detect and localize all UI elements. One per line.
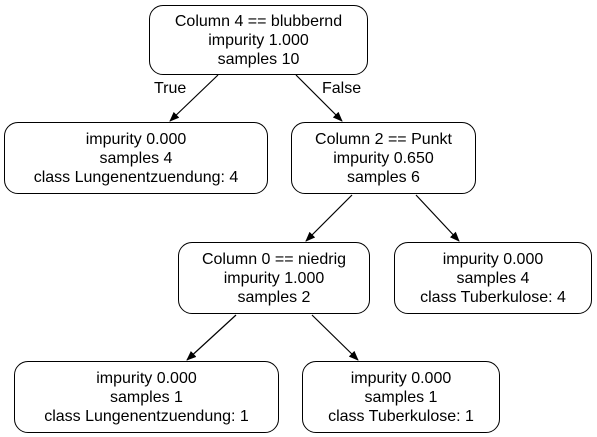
edge-split-col2-to-split-col0	[305, 194, 353, 242]
edge-split-col0-to-leaf-tb1	[311, 314, 359, 361]
node-leaf-left-samples: samples 4	[99, 149, 173, 167]
node-root: Column 4 == blubbernd impurity 1.000 sam…	[149, 5, 368, 75]
edge-label-true: True	[154, 80, 187, 97]
edge-root-to-leaf-left	[169, 74, 219, 122]
node-leaf-lung1-class: class Lungenentzuendung: 1	[44, 407, 249, 425]
edge-split-col2-to-leaf-tb4	[415, 194, 460, 242]
node-split-col2-samples: samples 6	[347, 168, 420, 186]
node-leaf-tb1-samples: samples 1	[364, 388, 438, 406]
node-split-column-0: Column 0 == niedrig impurity 1.000 sampl…	[178, 242, 370, 314]
node-leaf-tuberkulose-1: impurity 0.000 samples 1 class Tuberkulo…	[302, 361, 500, 433]
node-split-col0-samples: samples 2	[237, 288, 311, 306]
node-split-col2-impurity: impurity 0.650	[333, 149, 434, 167]
node-leaf-tb4-samples: samples 4	[456, 269, 530, 287]
edge-split-col0-to-leaf-lung1	[186, 314, 237, 361]
node-split-column-2: Column 2 == Punkt impurity 0.650 samples…	[291, 122, 476, 194]
node-leaf-tb1-class: class Tuberkulose: 1	[328, 407, 474, 425]
node-root-samples: samples 10	[217, 50, 300, 68]
node-leaf-lung1-impurity: impurity 0.000	[96, 369, 197, 387]
node-leaf-tb4-class: class Tuberkulose: 4	[420, 288, 566, 306]
node-leaf-tuberkulose-4: impurity 0.000 samples 4 class Tuberkulo…	[394, 242, 592, 314]
node-leaf-lungenentzuendung-1: impurity 0.000 samples 1 class Lungenent…	[14, 361, 279, 433]
edge-root-to-split-col2	[295, 74, 343, 122]
node-leaf-lung1-samples: samples 1	[110, 388, 183, 406]
node-split-col0-condition: Column 0 == niedrig	[201, 250, 347, 268]
node-leaf-lungenentzuendung-4: impurity 0.000 samples 4 class Lungenent…	[4, 122, 268, 194]
node-split-col2-condition: Column 2 == Punkt	[315, 130, 452, 148]
edge-label-false: False	[322, 80, 362, 97]
node-root-impurity: impurity 1.000	[208, 31, 309, 49]
node-leaf-tb1-impurity: impurity 0.000	[350, 369, 452, 387]
node-split-col0-impurity: impurity 1.000	[223, 269, 325, 287]
node-leaf-left-impurity: impurity 0.000	[85, 130, 187, 148]
node-leaf-tb4-impurity: impurity 0.000	[442, 250, 544, 268]
node-root-condition: Column 4 == blubbernd	[174, 12, 343, 30]
node-leaf-left-class: class Lungenentzuendung: 4	[33, 168, 239, 186]
